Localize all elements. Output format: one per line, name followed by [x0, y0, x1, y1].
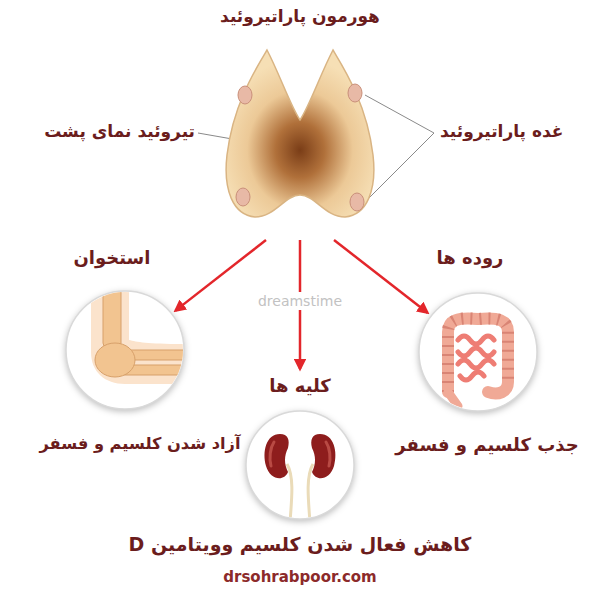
parathyroid-gland: [348, 84, 362, 102]
elbow-joint: [95, 343, 135, 377]
effect-text: آزاد شدن کلسیم و فسفر: [35, 433, 245, 454]
hormone-title: هورمون پاراتیروئید: [190, 5, 410, 27]
thyroid-illustration: [215, 45, 385, 240]
kidney-node: کلیه هاکاهش فعال شدن کلسیم وویتامین D: [240, 372, 360, 522]
parathyroid-gland: [350, 193, 364, 211]
organ-heading: کلیه ها: [220, 374, 380, 397]
ureter: [287, 464, 292, 522]
bone-node: استخوانآزاد شدن کلسیم و فسفر: [65, 290, 185, 410]
intestine-circle: [418, 292, 538, 412]
site-watermark: drsohrabpoor.com: [190, 568, 410, 588]
rectum: [448, 392, 458, 406]
colon: [448, 318, 508, 393]
ureter: [308, 464, 313, 522]
parathyroid-gland: [236, 188, 250, 206]
leader-line: [365, 95, 434, 133]
organ-heading: روده ها: [410, 246, 530, 269]
thyroid-node: هورمون پاراتیروئید: [215, 45, 385, 240]
leader-line: [366, 133, 434, 201]
kidney: [311, 434, 335, 478]
circle-outline: [419, 293, 537, 411]
kidney-highlight: [326, 442, 330, 466]
small-intestine: [458, 336, 494, 380]
kidney-highlight: [270, 442, 274, 466]
kidney-illustration: [265, 434, 336, 522]
colon-folds: [448, 318, 508, 392]
effect-arrow: [334, 240, 427, 313]
circle-outline: [246, 411, 354, 519]
effect-text: کاهش فعال شدن کلسیم وویتامین D: [60, 532, 540, 557]
intestine-node: روده هاجذب کلسیم و فسفر: [418, 292, 538, 412]
effect-arrow: [175, 240, 266, 311]
part-label: غده پاراتیروئید: [440, 120, 595, 142]
organ-heading: استخوان: [52, 246, 172, 269]
parathyroid-gland: [238, 86, 252, 104]
humerus: [103, 285, 121, 347]
elbow-illustration: [91, 285, 190, 384]
thyroid-shape: [226, 50, 374, 217]
watermark: dreamstime: [255, 292, 345, 310]
bone-circle: [65, 290, 185, 410]
part-label: تیروئید نمای پشت: [20, 120, 195, 142]
effect-text: جذب کلسیم و فسفر: [382, 433, 592, 456]
intestine-illustration: [448, 318, 508, 406]
kidney: [265, 434, 289, 478]
